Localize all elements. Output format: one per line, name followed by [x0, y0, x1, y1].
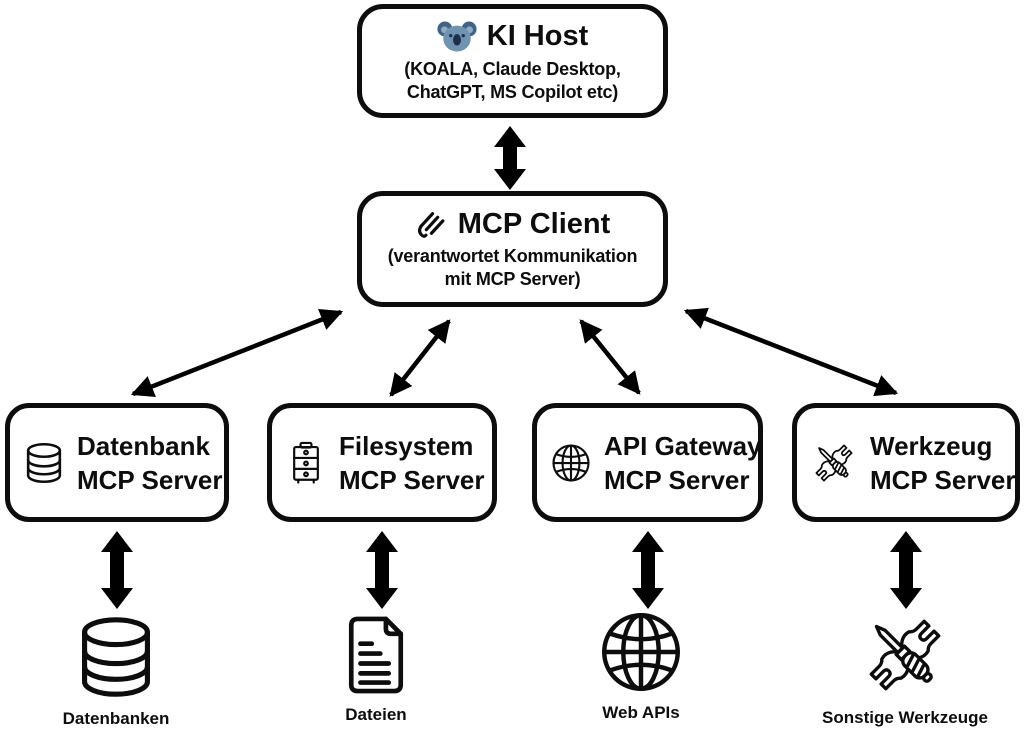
mcp-client-box: MCP Client (verantwortet Kommunikation m…	[357, 191, 668, 307]
mcp-client-subtitle: (verantwortet Kommunikation mit MCP Serv…	[387, 245, 638, 289]
host-client-arrow	[494, 126, 526, 190]
server-title: API Gateway MCP Server	[604, 430, 762, 495]
client-server-arrow	[130, 308, 344, 398]
koala-icon	[437, 19, 477, 54]
server-title: Filesystem MCP Server	[339, 430, 485, 495]
ki-host-box: KI Host (KOALA, Claude Desktop, ChatGPT,…	[357, 4, 668, 118]
server-resource-arrow	[101, 531, 133, 609]
resource-label: Dateien	[345, 705, 407, 724]
client-server-arrow	[579, 319, 641, 395]
filesystem-mcp-server-box: Filesystem MCP Server	[267, 403, 497, 522]
globe-icon	[599, 610, 683, 694]
resource-dateien: Dateien	[266, 614, 486, 725]
resource-label: Web APIs	[602, 703, 680, 722]
datenbank-mcp-server-box: Datenbank MCP Server	[5, 403, 229, 522]
tools-icon	[811, 440, 857, 486]
resource-label: Sonstige Werkzeuge	[822, 708, 988, 727]
server-resource-arrow	[632, 531, 664, 609]
resource-label: Datenbanken	[62, 709, 170, 728]
mcp-client-title: MCP Client	[457, 208, 611, 240]
resource-sonstige-werkzeuge: Sonstige Werkzeuge	[795, 611, 1015, 728]
server-resource-arrow	[890, 531, 922, 609]
server-title: Werkzeug MCP Server	[870, 430, 1016, 495]
server-title: Datenbank MCP Server	[77, 430, 223, 495]
resource-web-apis: Web APIs	[531, 610, 751, 723]
tools-icon	[861, 611, 949, 699]
werkzeug-mcp-server-box: Werkzeug MCP Server	[792, 403, 1020, 522]
ki-host-title: KI Host	[486, 20, 589, 52]
server-resource-arrow	[366, 531, 398, 609]
client-server-arrow	[683, 307, 899, 397]
globe-icon	[551, 443, 591, 483]
mcp-logo-icon	[415, 208, 448, 241]
document-icon	[342, 614, 410, 696]
database-icon	[24, 441, 64, 485]
ki-host-subtitle: (KOALA, Claude Desktop, ChatGPT, MS Copi…	[404, 58, 621, 102]
database-stack-icon	[76, 614, 156, 700]
api-gateway-mcp-server-box: API Gateway MCP Server	[532, 403, 763, 522]
resource-datenbanken: Datenbanken	[6, 614, 226, 729]
client-server-arrow	[389, 319, 451, 397]
file-cabinet-icon	[286, 440, 326, 485]
